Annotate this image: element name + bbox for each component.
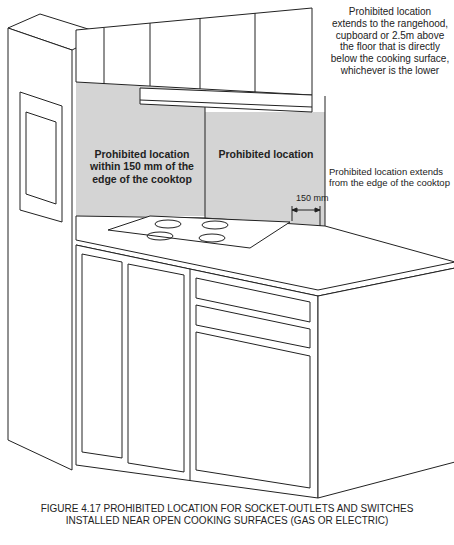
wall-edge-line <box>325 96 326 226</box>
prohibited-region-right <box>205 112 325 226</box>
region-label: Prohibited location <box>218 148 314 160</box>
note-text: Prohibited location extends to the range… <box>330 6 450 77</box>
base-cabinet-front <box>76 245 318 498</box>
cabinet-divider <box>190 269 191 481</box>
burner <box>202 221 228 229</box>
burner <box>147 232 173 240</box>
rangehood <box>140 88 312 112</box>
cabinet-door <box>82 254 122 458</box>
cupboard-door-line <box>255 13 256 92</box>
drawer <box>196 278 310 322</box>
dimension-tick <box>292 206 293 221</box>
cabinet-door <box>128 264 184 472</box>
cooktop <box>108 216 290 248</box>
region-label: Prohibited location within 150 mm of the… <box>80 148 204 185</box>
note-text: Prohibited location extends from the edg… <box>329 166 451 188</box>
burner <box>199 234 225 242</box>
dimension-arrow <box>315 208 320 212</box>
burner <box>155 220 181 228</box>
pantry-side <box>8 28 72 470</box>
figure-caption: FIGURE 4.17 PROHIBITED LOCATION FOR SOCK… <box>30 503 424 527</box>
dimension-arrow <box>292 208 297 212</box>
cupboard-door-line <box>104 28 105 84</box>
cupboard-door-line <box>150 23 151 86</box>
dimension-tick <box>320 206 321 226</box>
cupboard-door-line <box>200 18 201 89</box>
wall-cupboards <box>76 8 312 95</box>
oven-window <box>26 112 56 204</box>
drawer <box>196 305 310 348</box>
dimension-label: 150 mm <box>296 193 336 204</box>
base-cabinet-side <box>318 268 454 498</box>
oven-frame <box>20 92 62 222</box>
wall-corner-line <box>205 90 206 218</box>
rangehood-edge <box>140 100 312 107</box>
cabinet-door <box>196 332 310 488</box>
